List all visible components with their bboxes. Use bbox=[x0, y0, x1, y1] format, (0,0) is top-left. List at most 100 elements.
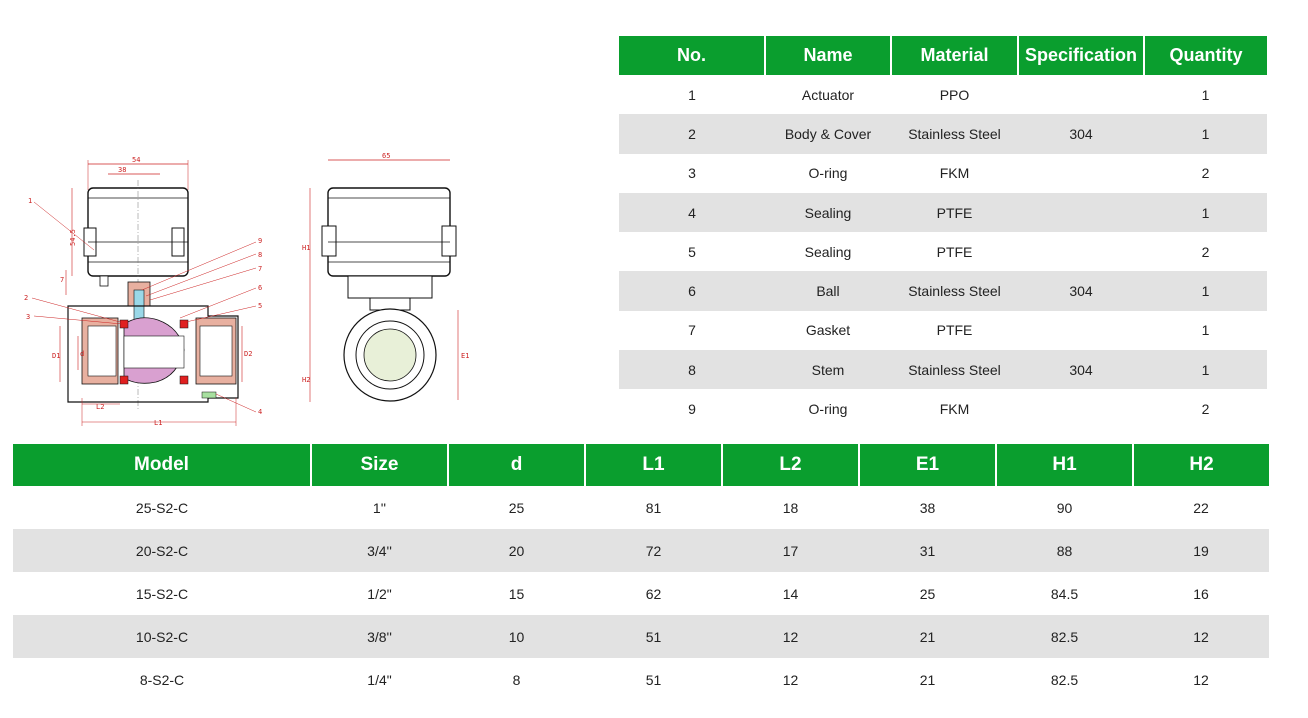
dim-top2: 38 bbox=[118, 166, 126, 174]
table-cell: 304 bbox=[1018, 271, 1144, 311]
table-cell: 1/2" bbox=[367, 585, 392, 602]
table-cell: 22 bbox=[1193, 499, 1209, 516]
dim-h1: H1 bbox=[302, 244, 310, 252]
table-cell: 62 bbox=[645, 585, 662, 602]
table-cell: 3/8'' bbox=[311, 615, 448, 658]
table-cell: 3/4'' bbox=[311, 529, 448, 572]
table-cell: 9 bbox=[688, 401, 696, 418]
dim-height-a: 54.5 bbox=[69, 229, 77, 246]
dim-h2: H2 bbox=[302, 376, 310, 384]
table-cell: 1'' bbox=[372, 499, 387, 516]
table-cell bbox=[1018, 192, 1144, 233]
table-cell: 8 bbox=[512, 671, 521, 688]
front-view: 54 38 54.5 7 D1 bbox=[24, 156, 262, 427]
table-cell: 25 bbox=[508, 499, 525, 516]
table-row: 1 Actuator PPO 1 bbox=[619, 75, 1267, 114]
table-cell: 1 bbox=[688, 86, 696, 103]
table-cell: Gasket bbox=[805, 322, 851, 339]
table-cell: 1 bbox=[1201, 322, 1210, 339]
table-cell: 12 bbox=[1133, 615, 1269, 658]
spec-table-header: Model Size d L1 L2 E1 H1 H2 bbox=[13, 444, 1269, 486]
table-cell: 38 bbox=[919, 499, 936, 516]
spec-header-l2: L2 bbox=[721, 444, 859, 486]
dim-e1: E1 bbox=[461, 352, 469, 360]
table-cell: 14 bbox=[782, 585, 799, 602]
table-cell: 2 bbox=[1201, 243, 1210, 260]
table-cell bbox=[1018, 311, 1144, 350]
callout-9: 9 bbox=[258, 237, 262, 245]
callout-5: 5 bbox=[258, 302, 262, 310]
table-cell: Sealing bbox=[804, 243, 852, 260]
table-cell: 15 bbox=[508, 585, 525, 602]
table-cell: 72 bbox=[585, 529, 722, 572]
parts-header-name: Name bbox=[764, 36, 891, 75]
table-cell: 7 bbox=[688, 322, 696, 339]
table-cell: 20 bbox=[448, 529, 585, 572]
table-cell: 51 bbox=[585, 615, 722, 658]
side-view: 65 H1 H2 E1 bbox=[302, 152, 469, 402]
table-cell: 1 bbox=[1144, 350, 1267, 390]
dim-height-b: 7 bbox=[60, 276, 64, 284]
table-cell: 81 bbox=[645, 499, 662, 516]
table-cell: Body & Cover bbox=[765, 114, 891, 154]
table-cell: 8 bbox=[619, 350, 765, 390]
dim-d2: D2 bbox=[244, 350, 252, 358]
table-cell: PTFE bbox=[891, 192, 1018, 233]
valve-technical-drawing: 54 38 54.5 7 D1 bbox=[24, 152, 469, 427]
table-cell: Actuator bbox=[801, 86, 855, 103]
table-cell: Sealing bbox=[765, 192, 891, 233]
callout-3: 3 bbox=[26, 313, 30, 321]
dim-d1: D1 bbox=[52, 352, 60, 360]
dim-d: d bbox=[80, 350, 84, 358]
table-cell: 6 bbox=[619, 271, 765, 311]
table-cell: Stainless Steel bbox=[891, 350, 1018, 390]
table-cell: PTFE bbox=[936, 243, 973, 260]
dim-l1: L1 bbox=[154, 419, 162, 427]
table-cell: Stem bbox=[765, 350, 891, 390]
parts-table: No. Name Material Specification Quantity… bbox=[619, 36, 1267, 429]
parts-header-quantity: Quantity bbox=[1143, 36, 1267, 75]
table-cell: O-ring bbox=[808, 401, 848, 418]
spec-header-h2: H2 bbox=[1132, 444, 1269, 486]
table-cell bbox=[1018, 75, 1144, 114]
spec-header-model: Model bbox=[13, 444, 311, 486]
callout-7: 7 bbox=[258, 265, 262, 273]
table-cell: 51 bbox=[645, 671, 662, 688]
table-cell: 84.5 bbox=[1050, 585, 1079, 602]
parts-header-material: Material bbox=[890, 36, 1018, 75]
table-cell: Stainless Steel bbox=[891, 114, 1018, 154]
table-cell: 25 bbox=[919, 585, 936, 602]
dim-top1: 54 bbox=[132, 156, 140, 164]
table-cell: 88 bbox=[996, 529, 1133, 572]
table-cell: Stainless Steel bbox=[891, 271, 1018, 311]
table-cell: 12 bbox=[722, 615, 859, 658]
table-cell: 1 bbox=[1144, 114, 1267, 154]
table-cell: Ball bbox=[765, 271, 891, 311]
table-cell: 2 bbox=[1201, 165, 1210, 182]
table-cell: FKM bbox=[939, 165, 970, 182]
table-cell: FKM bbox=[939, 401, 970, 418]
table-cell: 2 bbox=[1201, 401, 1210, 418]
spec-header-e1: E1 bbox=[858, 444, 996, 486]
table-cell: 1 bbox=[1144, 192, 1267, 233]
table-cell: 1 bbox=[1201, 86, 1210, 103]
table-cell: 82.5 bbox=[1050, 671, 1079, 688]
parts-header-specification: Specification bbox=[1017, 36, 1144, 75]
table-cell: 8-S2-C bbox=[139, 671, 185, 688]
spec-header-h1: H1 bbox=[995, 444, 1133, 486]
spec-header-d: d bbox=[447, 444, 585, 486]
table-cell: 1/4" bbox=[367, 671, 392, 688]
table-cell: 82.5 bbox=[996, 615, 1133, 658]
table-cell: PPO bbox=[939, 86, 970, 103]
dim-l2: L2 bbox=[96, 403, 104, 411]
table-cell bbox=[1018, 154, 1144, 193]
spec-header-size: Size bbox=[310, 444, 448, 486]
callout-6: 6 bbox=[258, 284, 262, 292]
